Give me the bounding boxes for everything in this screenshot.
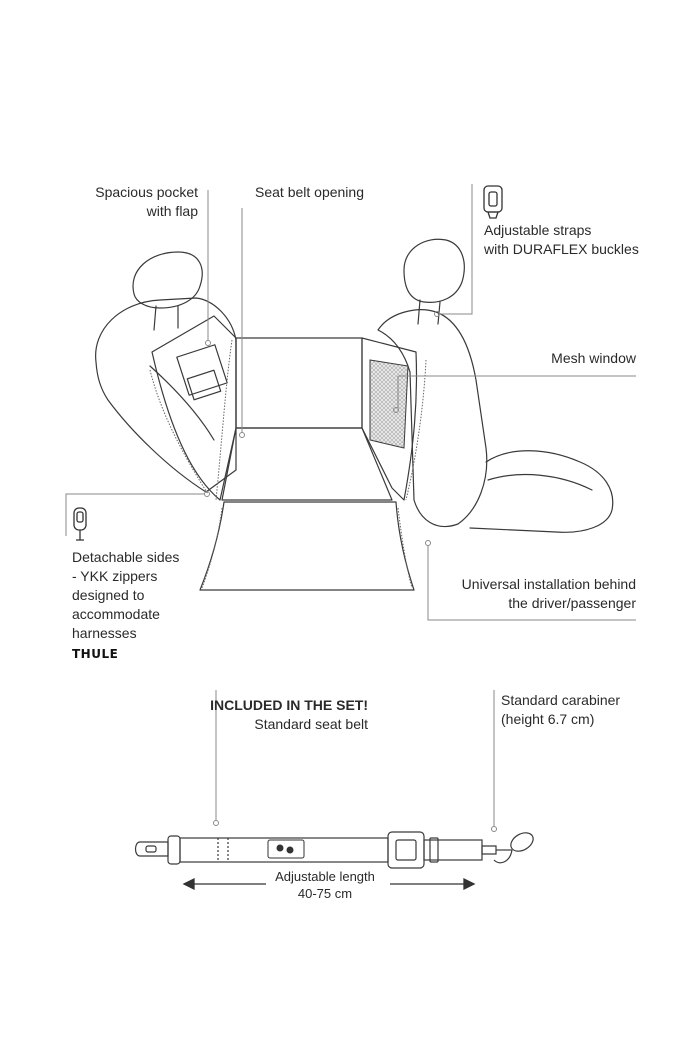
included-title: INCLUDED IN THE SET! bbox=[210, 697, 368, 713]
hammock-left-flap bbox=[151, 315, 237, 501]
zipper-front-left bbox=[201, 507, 223, 589]
right-headrest-post-1 bbox=[417, 299, 421, 325]
brand-logo: THULE bbox=[72, 647, 119, 661]
callout-mesh: Mesh window bbox=[551, 350, 636, 366]
zipper-left bbox=[149, 369, 209, 495]
right-seat-cushion bbox=[469, 450, 614, 533]
right-seat-back bbox=[377, 309, 488, 528]
hammock-seat-floor bbox=[221, 427, 393, 501]
leader-sides bbox=[65, 493, 204, 536]
zipper-right bbox=[405, 359, 427, 501]
callout-carabiner: Standard carabiner (height 6.7 cm) bbox=[501, 692, 621, 727]
right-seat-cushion-line bbox=[487, 473, 593, 491]
right-headrest bbox=[403, 238, 465, 303]
left-seat-back bbox=[95, 297, 237, 493]
callout-universal: Universal installation behind the driver… bbox=[461, 576, 636, 611]
hammock-front-panel bbox=[199, 501, 415, 591]
callout-straps: Adjustable straps with DURAFLEX buckles bbox=[484, 222, 639, 257]
leader-universal bbox=[427, 546, 636, 621]
callout-pocket: Spacious pocket with flap bbox=[95, 184, 198, 219]
buckle-icon bbox=[483, 185, 503, 219]
hammock-right-flap bbox=[361, 337, 418, 501]
zipper-front-right bbox=[397, 507, 413, 589]
callout-seat-belt-opening: Seat belt opening bbox=[255, 184, 364, 200]
belt-logo bbox=[267, 839, 305, 859]
left-headrest-post-1 bbox=[153, 305, 157, 331]
callout-sides: Detachable sides - YKK zippers designed … bbox=[72, 549, 180, 641]
callout-included: INCLUDED IN THE SET! Standard seat belt bbox=[180, 696, 368, 734]
left-seat-inner bbox=[149, 365, 215, 441]
left-headrest bbox=[132, 251, 203, 309]
pocket-flap bbox=[186, 369, 222, 401]
zipper-icon bbox=[73, 507, 87, 541]
seat-belt bbox=[134, 831, 534, 869]
pocket bbox=[176, 344, 228, 396]
zipper-left-2 bbox=[215, 339, 233, 501]
callout-length: Adjustable length 40-75 cm bbox=[275, 869, 375, 901]
mesh-window bbox=[369, 359, 409, 449]
length-arrow bbox=[182, 877, 476, 891]
hammock-back-panel bbox=[235, 337, 363, 429]
leader-straps bbox=[440, 184, 473, 315]
